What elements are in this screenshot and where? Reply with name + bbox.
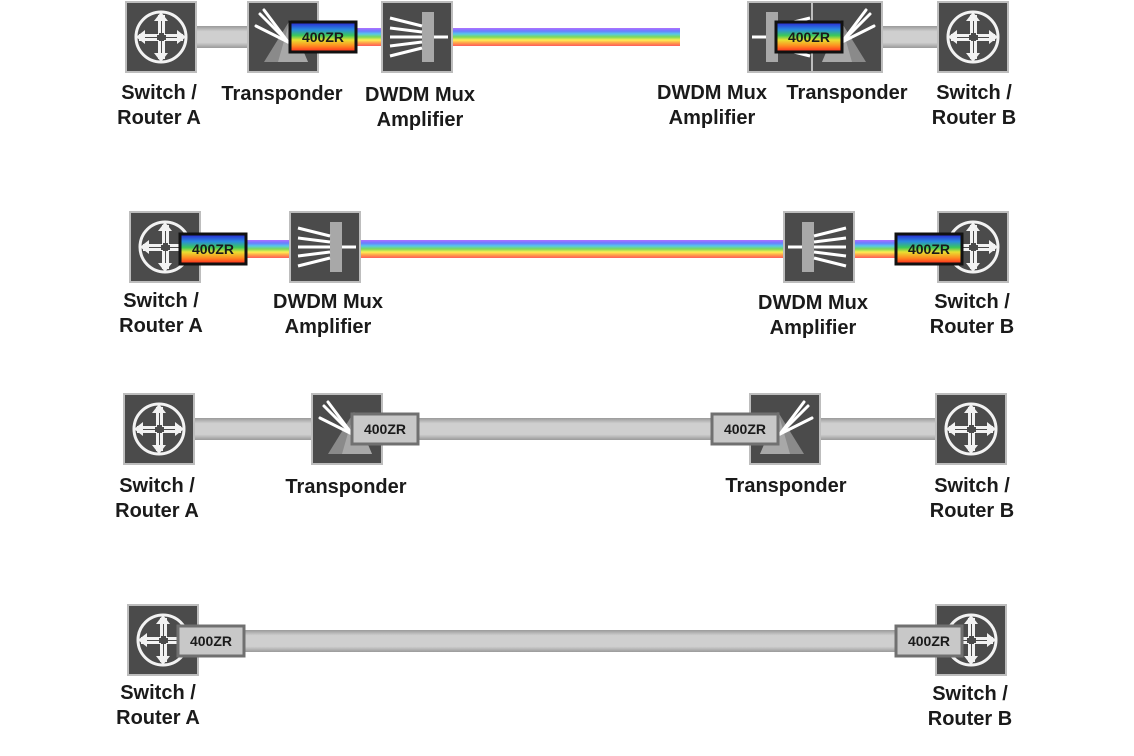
label-transponder: Transponder: [716, 474, 856, 499]
label-dwdm-mux-amplifier: DWDM Mux Amplifier: [262, 290, 394, 340]
label-line: Router B: [927, 708, 1013, 730]
label-dwdm-mux-amplifier: DWDM Mux Amplifier: [354, 83, 486, 133]
router-cross-arrows-icon[interactable]: [934, 392, 1008, 466]
svg-text:400ZR: 400ZR: [192, 241, 234, 257]
label-switch-router-b: Switch / Router B: [917, 290, 1027, 340]
label-transponder: Transponder: [777, 81, 917, 106]
label-line: Switch /: [119, 475, 195, 497]
svg-text:400ZR: 400ZR: [364, 421, 406, 437]
label-line: Switch /: [934, 475, 1010, 497]
label-switch-router-b: Switch / Router B: [919, 81, 1029, 131]
svg-text:400ZR: 400ZR: [724, 421, 766, 437]
label-line: Switch /: [121, 82, 197, 104]
rainbow-fiber-main: [451, 28, 680, 46]
label-line: Amplifier: [769, 317, 857, 339]
label-line: Amplifier: [668, 107, 756, 129]
label-line: Switch /: [934, 291, 1010, 313]
gray-fiber-main: [416, 418, 716, 440]
label-switch-router-a: Switch / Router A: [104, 81, 214, 131]
label-line: Router A: [116, 707, 200, 729]
label-line: Router A: [119, 315, 203, 337]
label-line: Router B: [929, 500, 1015, 522]
label-line: Router B: [931, 107, 1017, 129]
label-line: Router B: [929, 316, 1015, 338]
label-line: Switch /: [936, 82, 1012, 104]
label-line: Amplifier: [376, 109, 464, 131]
label-transponder: Transponder: [276, 475, 416, 500]
label-switch-router-a: Switch / Router A: [103, 681, 213, 731]
module-400zr-rainbow: 400ZR: [894, 232, 964, 266]
module-400zr-rainbow: 400ZR: [178, 232, 248, 266]
label-line: Amplifier: [284, 316, 372, 338]
module-400zr-rainbow: 400ZR: [288, 20, 358, 54]
label-line: DWDM Mux: [758, 292, 868, 314]
svg-text:400ZR: 400ZR: [908, 241, 950, 257]
router-cross-arrows-icon[interactable]: [936, 0, 1010, 74]
dwdm-mux-icon[interactable]: [288, 210, 362, 284]
svg-text:400ZR: 400ZR: [302, 29, 344, 45]
router-cross-arrows-icon[interactable]: [124, 0, 198, 74]
gray-fiber-b: [820, 418, 936, 440]
label-dwdm-mux-amplifier: DWDM Mux Amplifier: [646, 81, 778, 131]
label-line: Router A: [115, 500, 199, 522]
svg-text:400ZR: 400ZR: [908, 633, 950, 649]
label-line: Transponder: [725, 475, 847, 497]
row-4-direct-gray: 400ZR 400ZR: [126, 603, 1008, 677]
label-switch-router-a: Switch / Router A: [106, 289, 216, 339]
gray-fiber-a: [194, 418, 312, 440]
module-400zr-gray: 400ZR: [894, 624, 964, 658]
dwdm-mux-icon[interactable]: [380, 0, 454, 74]
module-400zr-gray: 400ZR: [350, 412, 420, 446]
rainbow-fiber-main: [360, 240, 785, 258]
svg-text:400ZR: 400ZR: [788, 29, 830, 45]
dwdm-mux-icon[interactable]: [782, 210, 856, 284]
gray-fiber-b: [880, 26, 938, 48]
module-400zr-rainbow: 400ZR: [774, 20, 844, 54]
label-line: Switch /: [123, 290, 199, 312]
label-dwdm-mux-amplifier: DWDM Mux Amplifier: [747, 291, 879, 341]
row-2-dwdm-direct: 400ZR 400ZR: [128, 210, 1010, 284]
label-switch-router-b: Switch / Router B: [915, 682, 1025, 732]
svg-text:400ZR: 400ZR: [190, 633, 232, 649]
label-line: Transponder: [786, 82, 908, 104]
label-switch-router-b: Switch / Router B: [917, 474, 1027, 524]
label-line: Switch /: [120, 682, 196, 704]
label-line: DWDM Mux: [273, 291, 383, 313]
label-line: Transponder: [285, 476, 407, 498]
gray-fiber-main: [240, 630, 900, 652]
rainbow-fiber-short-a: [240, 240, 292, 258]
label-transponder: Transponder: [212, 82, 352, 107]
label-line: DWDM Mux: [365, 84, 475, 106]
label-line: Switch /: [932, 683, 1008, 705]
module-400zr-gray: 400ZR: [176, 624, 246, 658]
gray-fiber-a: [195, 26, 253, 48]
module-400zr-gray: 400ZR: [710, 412, 780, 446]
rainbow-fiber-short-b: [852, 240, 904, 258]
label-line: Transponder: [221, 83, 343, 105]
router-cross-arrows-icon[interactable]: [122, 392, 196, 466]
row-3-transponder-gray: 400ZR 400ZR: [122, 392, 1008, 466]
label-switch-router-a: Switch / Router A: [102, 474, 212, 524]
label-line: Router A: [117, 107, 201, 129]
label-line: DWDM Mux: [657, 82, 767, 104]
row-1-transponder-dwdm: 400ZR 400ZR: [124, 0, 1010, 74]
